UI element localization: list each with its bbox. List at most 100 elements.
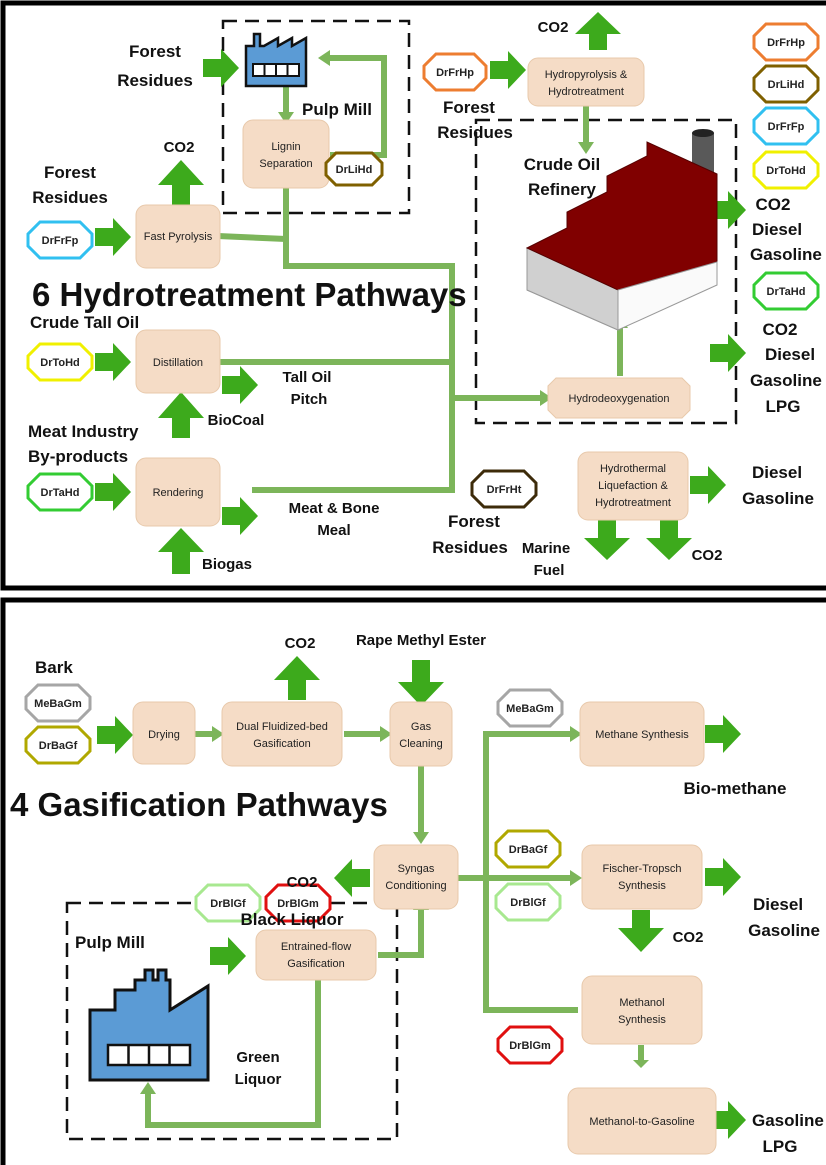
svg-text:DrFrHp: DrFrHp — [436, 67, 474, 79]
label-ft-diesel: Diesel — [753, 895, 803, 914]
svg-text:DrBaGf: DrBaGf — [509, 844, 548, 856]
rendering-box: Rendering — [135, 457, 221, 527]
svg-text:Cleaning: Cleaning — [399, 738, 442, 750]
svg-text:Distillation: Distillation — [153, 357, 203, 369]
svg-text:Hydropyrolysis &: Hydropyrolysis & — [545, 69, 628, 81]
svg-text:DrFrFp: DrFrFp — [768, 121, 805, 133]
top-big-arrows — [95, 12, 746, 574]
label-by-products: By-products — [28, 447, 128, 466]
htl-box: Hydrothermal Liquefaction & Hydrotreatme… — [577, 451, 689, 521]
bottom-process-boxes: Drying Dual Fluidized-bed Gasification G… — [132, 701, 717, 1155]
svg-text:Liquefaction &: Liquefaction & — [598, 480, 668, 492]
svg-text:Hydrodeoxygenation: Hydrodeoxygenation — [569, 393, 670, 405]
factory-icon — [88, 968, 210, 1082]
svg-text:DrFrFp: DrFrFp — [42, 235, 79, 247]
svg-text:Hydrothermal: Hydrothermal — [600, 463, 666, 475]
syngas-conditioning-box: Syngas Conditioning — [373, 844, 459, 910]
svg-text:Lignin: Lignin — [271, 141, 300, 153]
hydrotreatment-title: 6 Hydrotreatment Pathways — [32, 276, 467, 313]
label-co2-htl: CO2 — [692, 547, 723, 564]
label-forest-residues-1: Forest — [129, 42, 181, 61]
hydrotreatment-panel — [0, 0, 826, 591]
svg-text:Synthesis: Synthesis — [618, 880, 666, 892]
svg-text:DrBaGf: DrBaGf — [39, 740, 78, 752]
svg-text:Rendering: Rendering — [153, 487, 204, 499]
tag-drblgm-meoh: DrBlGm — [496, 1025, 564, 1065]
tag-legend-drfrhp: DrFrHp — [752, 22, 820, 62]
svg-text:Gasification: Gasification — [287, 958, 344, 970]
refinery-icon — [525, 129, 718, 331]
top-process-boxes: Lignin Separation Fast Pyrolysis Hydropy… — [135, 57, 691, 527]
bottom-tags: MeBaGm DrBaGf MeBaGm DrBaGf DrBlGf DrBlG… — [24, 683, 564, 1065]
tag-drtahd-src: DrTaHd — [26, 472, 94, 512]
label-out1-diesel: Diesel — [752, 220, 802, 239]
label-bark: Bark — [35, 658, 73, 677]
svg-text:Hydrotreatment: Hydrotreatment — [548, 86, 624, 98]
drying-box: Drying — [132, 701, 196, 765]
tag-drfrfp-src: DrFrFp — [26, 220, 94, 260]
tag-legend-drlihd: DrLiHd — [752, 64, 820, 104]
tag-drblgm-mill: DrBlGm — [264, 883, 332, 923]
label-out2-co2: CO2 — [763, 320, 798, 339]
pulp-mill-dashed-area — [221, 19, 411, 215]
label-out1-co2: CO2 — [756, 195, 791, 214]
entrained-flow-box: Entrained-flow Gasification — [255, 929, 377, 981]
hydrodeoxygenation-box: Hydrodeoxygenation — [547, 377, 691, 419]
label-forest-residues-3b: Residues — [437, 123, 513, 142]
bottom-labels: Bark CO2 Rape Methyl Ester Bio-methane 4… — [10, 632, 824, 1156]
tag-drtohd-src: DrToHd — [26, 342, 94, 382]
svg-text:DrToHd: DrToHd — [766, 165, 806, 177]
gasification-panel — [0, 597, 826, 1165]
tag-drbagf-src: DrBaGf — [24, 725, 92, 765]
tag-drblgf-mill: DrBlGf — [194, 883, 262, 923]
tag-legend-drtahd: DrTaHd — [752, 271, 820, 311]
label-forest-residues-2b: Residues — [32, 188, 108, 207]
svg-text:DrBlGf: DrBlGf — [210, 898, 246, 910]
svg-text:Methane Synthesis: Methane Synthesis — [595, 729, 689, 741]
label-tall-oil: Tall Oil — [283, 369, 332, 386]
svg-text:DrTaHd: DrTaHd — [41, 487, 80, 499]
tag-mebagm-src: MeBaGm — [24, 683, 92, 723]
label-ft-gasoline: Gasoline — [748, 921, 820, 940]
svg-text:DrTaHd: DrTaHd — [767, 286, 806, 298]
fischer-tropsch-box: Fischer-Tropsch Synthesis — [581, 844, 703, 910]
label-co2-fastpyro: CO2 — [164, 139, 195, 156]
label-black-liquor: Black Liquor — [241, 910, 344, 929]
dfb-gasification-box: Dual Fluidized-bed Gasification — [221, 701, 343, 767]
label-htl-diesel: Diesel — [752, 463, 802, 482]
gas-cleaning-box: Gas Cleaning — [389, 701, 453, 767]
tag-drbagf-ft: DrBaGf — [494, 829, 562, 869]
label-forest-residues-2: Forest — [44, 163, 96, 182]
lignin-separation-box: Lignin Separation — [242, 119, 330, 189]
refinery-dashed-area — [474, 118, 738, 425]
svg-text:Hydrotreatment: Hydrotreatment — [595, 497, 671, 509]
label-out2-lpg: LPG — [766, 397, 801, 416]
factory-icon — [244, 32, 308, 88]
label-mtg-gasoline: Gasoline — [752, 1111, 824, 1130]
tag-drfrht-src: DrFrHt — [470, 469, 538, 509]
svg-text:Syngas: Syngas — [398, 863, 435, 875]
label-out2-gasoline: Gasoline — [750, 371, 822, 390]
svg-text:DrBlGf: DrBlGf — [510, 897, 546, 909]
label-crude-tall-oil: Crude Tall Oil — [30, 313, 139, 332]
tag-mebagm-meth: MeBaGm — [496, 688, 564, 728]
svg-text:Fischer-Tropsch: Fischer-Tropsch — [602, 863, 681, 875]
bottom-big-arrows — [97, 656, 746, 1139]
label-bio-methane: Bio-methane — [684, 779, 787, 798]
svg-text:DrToHd: DrToHd — [40, 357, 80, 369]
label-pulp-mill-bottom: Pulp Mill — [75, 933, 145, 952]
methanol-synthesis-box: Methanol Synthesis — [581, 975, 703, 1045]
methane-synthesis-box: Methane Synthesis — [579, 701, 705, 767]
tag-legend-drfrfp: DrFrFp — [752, 106, 820, 146]
svg-text:DrLiHd: DrLiHd — [336, 164, 373, 176]
label-green: Green — [236, 1049, 279, 1066]
label-forest-residues-4: Forest — [448, 512, 500, 531]
svg-text:Methanol-to-Gasoline: Methanol-to-Gasoline — [589, 1116, 694, 1128]
label-liquor: Liquor — [235, 1071, 282, 1088]
svg-text:Dual Fluidized-bed: Dual Fluidized-bed — [236, 721, 328, 733]
svg-text:Gasification: Gasification — [253, 738, 310, 750]
label-biocoal: BioCoal — [208, 412, 265, 429]
methanol-to-gasoline-box: Methanol-to-Gasoline — [567, 1087, 717, 1155]
label-pulp-mill: Pulp Mill — [302, 100, 372, 119]
top-labels: Forest Residues Pulp Mill CO2 Forest Res… — [28, 19, 822, 579]
